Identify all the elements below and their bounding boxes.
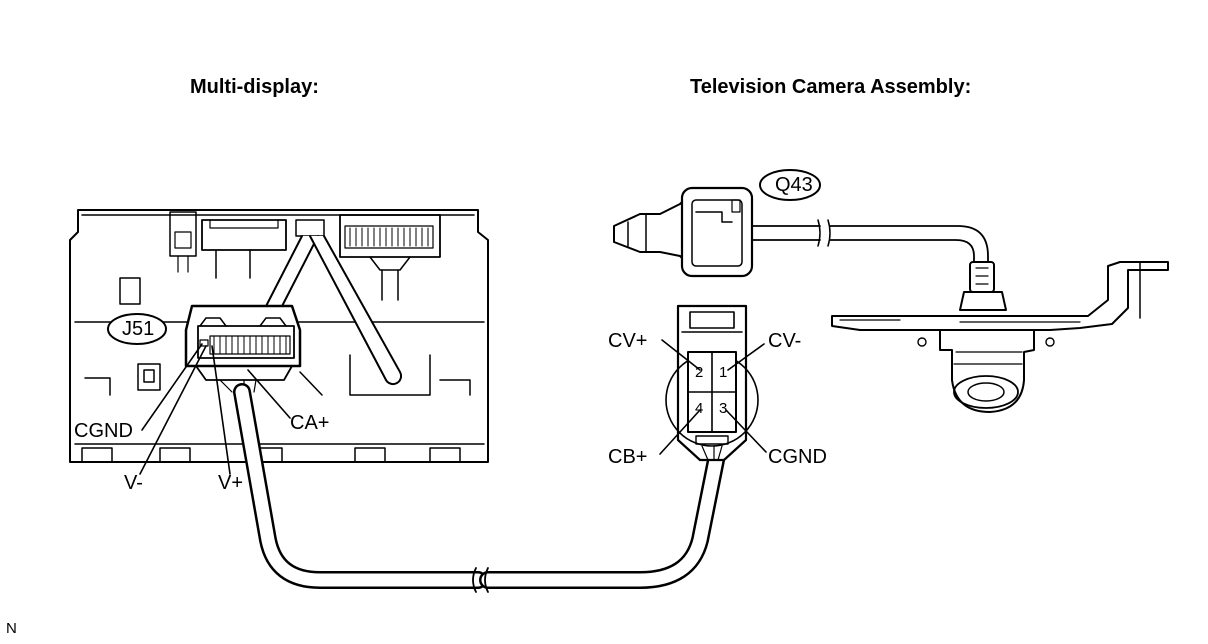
footer-code: N <box>6 620 17 637</box>
pin-number: 4 <box>695 400 704 417</box>
q43-label: Q43 <box>775 174 813 196</box>
camera-assembly <box>831 261 1169 413</box>
j51-label: J51 <box>122 318 155 340</box>
j51-bubble <box>107 313 167 345</box>
pin-label-v-minus: V- <box>124 472 143 494</box>
multi-display-unit <box>69 209 489 463</box>
camera-leaders <box>659 339 767 455</box>
pin-label-cv-plus: CV+ <box>608 330 648 352</box>
pin-number: 3 <box>719 400 728 417</box>
pin-number: 1 <box>719 364 728 381</box>
camera-assembly-title: Television Camera Assembly: <box>690 76 972 98</box>
camera-pigtail <box>613 186 989 278</box>
pin-label-ca-plus: CA+ <box>290 412 330 434</box>
pin-label-cgnd: CGND <box>74 420 133 442</box>
pin-label-cb-plus: CB+ <box>608 446 648 468</box>
multi-display-title: Multi-display: <box>190 76 319 98</box>
multi-display-leaders <box>139 343 291 475</box>
pin-label-v-plus: V+ <box>218 472 244 494</box>
pin-label-cv-minus: CV- <box>768 330 802 352</box>
pin-number: 2 <box>695 364 704 381</box>
harness-cable <box>233 383 725 593</box>
pin-label-cgnd-camera: CGND <box>768 446 827 468</box>
q43-bubble <box>759 169 821 201</box>
camera-face-connector <box>665 304 759 462</box>
